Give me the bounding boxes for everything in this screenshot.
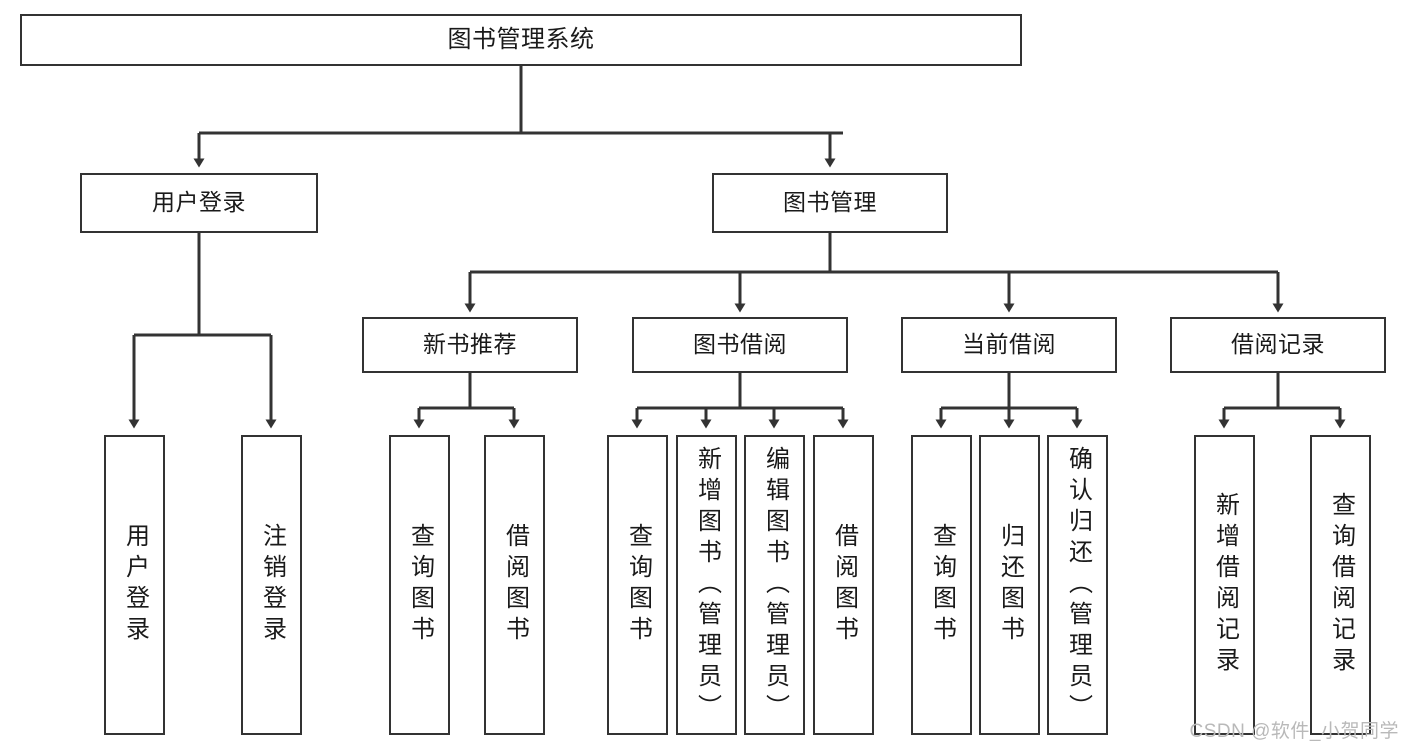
leaf-record-add-record[interactable]: 新增借阅记录	[1194, 435, 1255, 735]
leaf-current-confirm-return-admin[interactable]: 确认归还（管理员）	[1047, 435, 1108, 735]
leaf-borrow-add-book-admin[interactable]: 新增图书（管理员）	[676, 435, 737, 735]
node-label: 编辑图书（管理员）	[761, 445, 789, 725]
node-label: 新增图书（管理员）	[693, 445, 721, 725]
node-label: 查询图书	[624, 523, 652, 647]
node-user-login[interactable]: 用户登录	[80, 173, 318, 233]
node-label: 确认归还（管理员）	[1064, 445, 1092, 725]
leaf-record-query-record[interactable]: 查询借阅记录	[1310, 435, 1371, 735]
node-label: 归还图书	[996, 523, 1024, 647]
node-label: 图书借阅	[693, 331, 787, 358]
node-label: 查询图书	[406, 523, 434, 647]
node-book-borrow[interactable]: 图书借阅	[632, 317, 848, 373]
node-book-management[interactable]: 图书管理	[712, 173, 948, 233]
leaf-current-return-book[interactable]: 归还图书	[979, 435, 1040, 735]
node-label: 借阅记录	[1231, 331, 1325, 358]
leaf-user-login-login[interactable]: 用户登录	[104, 435, 165, 735]
leaf-user-login-logout[interactable]: 注销登录	[241, 435, 302, 735]
node-current-borrow[interactable]: 当前借阅	[901, 317, 1117, 373]
node-label: 查询图书	[928, 523, 956, 647]
node-label: 借阅图书	[830, 523, 858, 647]
watermark-text: CSDN @软件_小贺同学	[1189, 721, 1399, 742]
node-root-system[interactable]: 图书管理系统	[20, 14, 1022, 66]
node-label: 图书管理系统	[447, 25, 595, 53]
node-label: 新书推荐	[423, 331, 517, 358]
leaf-current-query-book[interactable]: 查询图书	[911, 435, 972, 735]
node-label: 当前借阅	[962, 331, 1056, 358]
node-new-book-recommend[interactable]: 新书推荐	[362, 317, 578, 373]
node-label: 图书管理	[783, 189, 877, 216]
node-borrow-record[interactable]: 借阅记录	[1170, 317, 1386, 373]
node-label: 借阅图书	[501, 523, 529, 647]
leaf-borrow-borrow-book[interactable]: 借阅图书	[813, 435, 874, 735]
node-label: 用户登录	[121, 523, 149, 647]
leaf-borrow-edit-book-admin[interactable]: 编辑图书（管理员）	[744, 435, 805, 735]
leaf-recommend-borrow-book[interactable]: 借阅图书	[484, 435, 545, 735]
node-label: 查询借阅记录	[1327, 492, 1355, 678]
node-label: 用户登录	[152, 189, 246, 216]
leaf-recommend-query-book[interactable]: 查询图书	[389, 435, 450, 735]
leaf-borrow-query-book[interactable]: 查询图书	[607, 435, 668, 735]
node-label: 新增借阅记录	[1211, 492, 1239, 678]
node-label: 注销登录	[258, 523, 286, 647]
